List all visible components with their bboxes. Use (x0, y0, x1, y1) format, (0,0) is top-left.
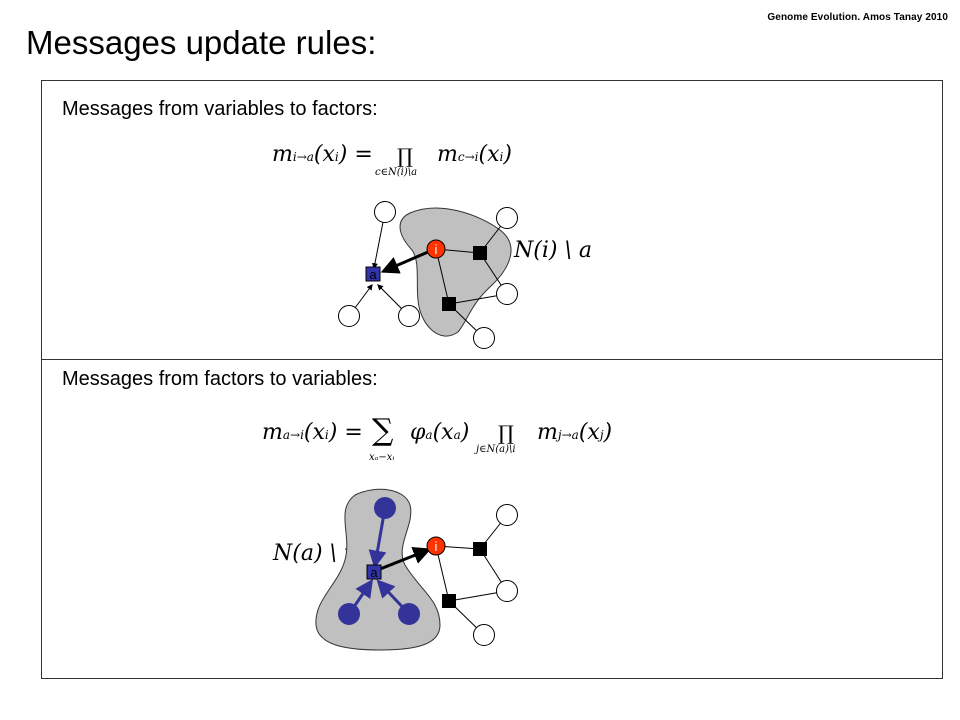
product-subscript: c∈N(i)\a (375, 167, 418, 178)
factor-potential: φa(xa) (410, 420, 470, 445)
variable-node (473, 624, 495, 646)
product-subscript: j∈N(a)\i (476, 444, 516, 455)
node-a-label: a (369, 267, 377, 282)
variable-node (398, 305, 420, 327)
neighbor-variable-node (338, 603, 360, 625)
variable-node (338, 305, 360, 327)
variable-node (496, 283, 518, 305)
variable-node-i (426, 239, 446, 259)
panel-heading: Messages from variables to factors: (62, 98, 378, 120)
variable-node (496, 504, 518, 526)
variable-node (496, 580, 518, 602)
formula-rhs: mj→a(xj) (537, 420, 613, 445)
factor-node (473, 246, 487, 260)
sum-subscript: xₐ−xᵢ (369, 452, 395, 463)
neighbor-set-label: N(a) \ i (273, 541, 351, 566)
formula-factor-to-variable: ma→i(xi) = (262, 420, 363, 445)
neighbor-variable-node (398, 603, 420, 625)
factor-node-a (366, 564, 382, 580)
product-symbol: ∏ (498, 421, 514, 445)
neighborhood-blob (399, 207, 512, 337)
panel-variables-to-factors: Messages from variables to factors: (41, 80, 943, 360)
neighbor-set-label: N(i) \ a (514, 238, 592, 263)
factor-node (442, 594, 456, 608)
node-i-label: i (435, 242, 438, 257)
formula-rhs: mc→i(xi) (437, 142, 512, 167)
sum-symbol: ∑ (372, 413, 394, 448)
node-i-label: i (435, 539, 438, 554)
neighbor-variable-node (374, 497, 396, 519)
variable-node (473, 327, 495, 349)
panel-heading: Messages from factors to variables: (62, 368, 378, 390)
page-title: Messages update rules: (26, 24, 377, 61)
factor-node-a (365, 266, 381, 282)
panel-factors-to-variables: Messages from factors to variables: (41, 360, 943, 679)
message-arrow (380, 250, 429, 274)
formula-variable-to-factor: mi→a(xi) = (272, 142, 373, 167)
node-a-label: a (370, 565, 378, 580)
message-arrow (379, 546, 432, 571)
factor-node (473, 542, 487, 556)
product-symbol: ∏ (397, 144, 413, 168)
factor-node (442, 297, 456, 311)
variable-node (374, 201, 396, 223)
credit-line: Genome Evolution. Amos Tanay 2010 (767, 12, 948, 23)
variable-node (496, 207, 518, 229)
variable-node-i (426, 536, 446, 556)
